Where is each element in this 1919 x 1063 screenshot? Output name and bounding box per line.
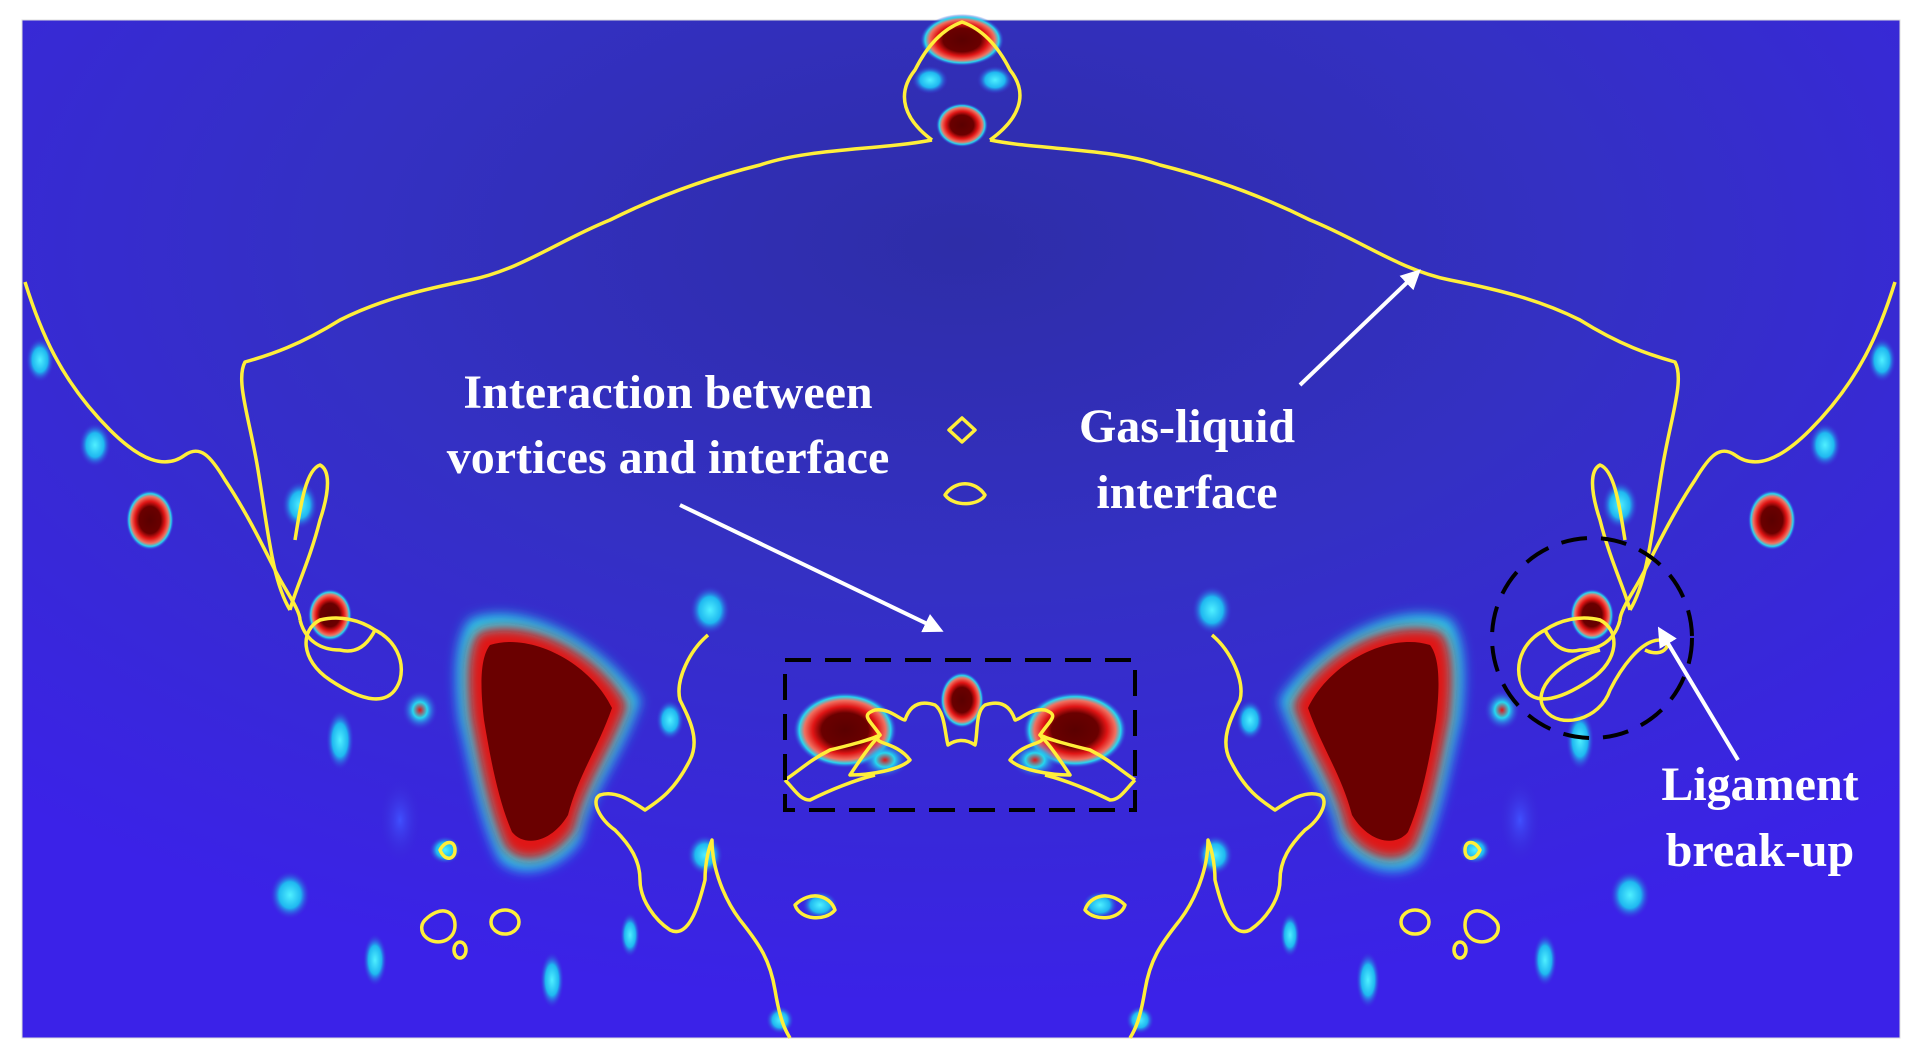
arrow-icon (1298, 269, 1421, 387)
gas-liquid-interface (23, 20, 1897, 1039)
vortex-left-large-core (481, 641, 612, 841)
arrow-icon (1657, 626, 1740, 762)
interaction-highlight-box (783, 658, 1137, 812)
interaction-label-line2: vortices and interface (447, 431, 890, 484)
ligament-label-line2: break-up (1666, 824, 1855, 877)
interface-label-line2: interface (1096, 466, 1277, 519)
vortex-regions (26, 14, 1896, 1034)
arrow-icon (679, 503, 944, 633)
ligament-label-line1: Ligament (1661, 758, 1858, 811)
interaction-label-line1: Interaction between (463, 366, 872, 419)
vortex-left-edge (126, 490, 174, 550)
interface-dome (239, 138, 1681, 611)
vorticity-field-background (22, 20, 1900, 1038)
vortex-top-tip (920, 14, 1004, 66)
vortex-right-edge (1748, 490, 1796, 550)
ligament-highlight-circle (1490, 536, 1694, 740)
interface-label-line1: Gas-liquid (1079, 400, 1295, 453)
interface-jet-tip (902, 20, 1022, 142)
vortex-right-large-core (1308, 641, 1439, 841)
interface-droplet (947, 416, 977, 444)
vortex-top-droplet (936, 103, 988, 147)
vortex-center-middle (940, 672, 984, 728)
